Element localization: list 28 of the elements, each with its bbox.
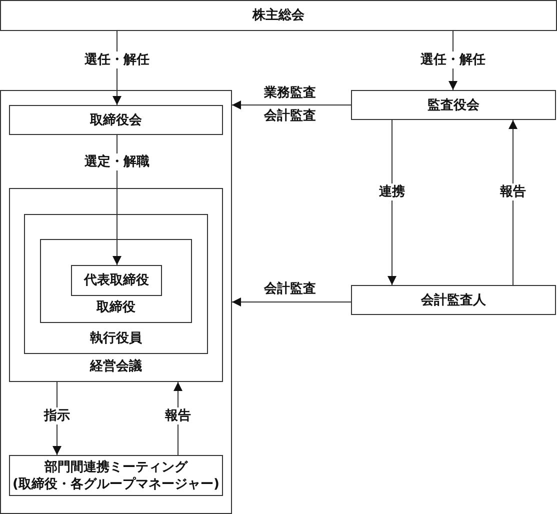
group-box	[40, 239, 192, 323]
group-box	[24, 214, 208, 354]
arrow	[112, 134, 122, 266]
edge-label: 連携	[378, 184, 406, 200]
arrow	[388, 120, 396, 286]
process-box: 代表取締役	[71, 265, 162, 296]
edge-label: 選任・解任	[420, 52, 486, 68]
group-box	[9, 188, 223, 382]
edge-label: 選定・解職	[84, 154, 150, 170]
box-label: 経営会議	[88, 358, 143, 375]
edge-label: 指示	[43, 408, 71, 424]
process-box: 会計監査人	[351, 285, 556, 315]
process-box: 取締役会	[9, 105, 223, 135]
container-box	[0, 90, 232, 514]
edge-label: 業務監査	[263, 84, 317, 102]
edge-label: 報告	[164, 408, 192, 424]
edge-label: 会計監査	[263, 280, 317, 298]
process-box: 監査役会	[351, 90, 556, 120]
edge-label: 選任・解任	[84, 52, 150, 68]
box-label: 執行役員	[89, 330, 143, 347]
box-label: 取締役	[95, 298, 136, 316]
arrow	[232, 298, 352, 306]
audit-label: 会計監査	[263, 108, 317, 124]
edge-label: 報告	[499, 184, 527, 200]
process-box: 部門間連携ミーティング(取締役・各グループマネージャー)	[9, 455, 223, 496]
arrow	[508, 120, 518, 286]
process-box: 株主総会	[0, 0, 557, 31]
arrow	[232, 100, 352, 110]
